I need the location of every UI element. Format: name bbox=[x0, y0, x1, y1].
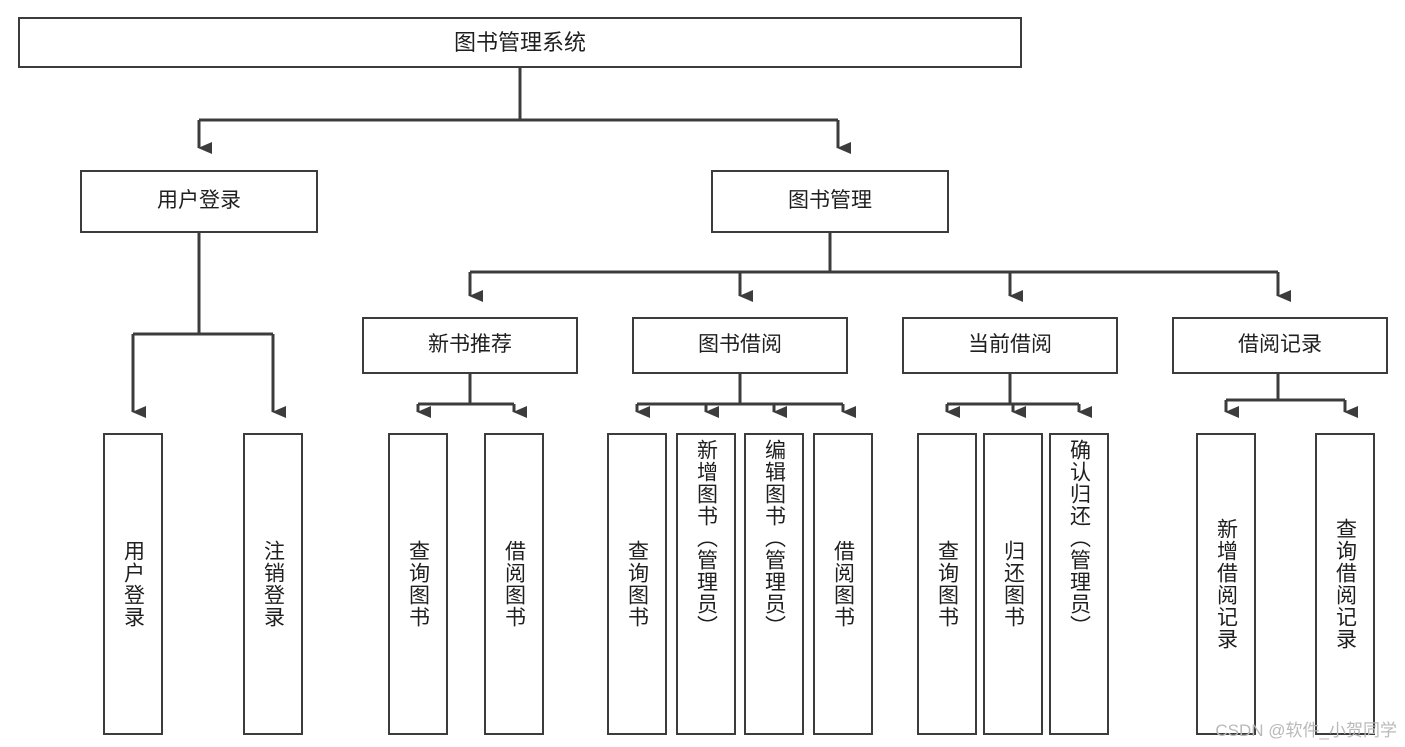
node-label: 归还图书 bbox=[1001, 540, 1025, 628]
node-label: 查询图书 bbox=[406, 540, 430, 628]
node-current-borrowing[interactable]: 当前借阅 bbox=[902, 317, 1118, 374]
node-label: 图书借阅 bbox=[698, 333, 782, 357]
node-label: 当前借阅 bbox=[968, 333, 1052, 357]
node-label: 借阅图书 bbox=[831, 540, 855, 628]
leaf-newbook-query-books[interactable]: 查询图书 bbox=[388, 433, 448, 735]
node-book-borrowing[interactable]: 图书借阅 bbox=[632, 317, 848, 374]
node-label: 图书管理系统 bbox=[453, 29, 586, 55]
node-root-book-management-system[interactable]: 图书管理系统 bbox=[18, 17, 1022, 68]
node-label: 借阅记录 bbox=[1238, 333, 1322, 357]
node-label: 新书推荐 bbox=[428, 333, 512, 357]
leaf-bookborrow-add-book-admin[interactable]: 新增图书（管理员） bbox=[676, 433, 736, 735]
node-book-management[interactable]: 图书管理 bbox=[711, 170, 949, 233]
node-label: 新增图书（管理员） bbox=[694, 439, 718, 637]
node-label: 确认归还（管理员） bbox=[1067, 439, 1091, 637]
node-label: 查询图书 bbox=[935, 540, 959, 628]
node-new-book-recommendation[interactable]: 新书推荐 bbox=[362, 317, 578, 374]
leaf-newbook-borrow-books[interactable]: 借阅图书 bbox=[484, 433, 544, 735]
node-label: 用户登录 bbox=[157, 189, 241, 213]
node-label: 查询借阅记录 bbox=[1333, 518, 1357, 650]
leaf-bookborrow-edit-book-admin[interactable]: 编辑图书（管理员） bbox=[744, 433, 804, 735]
leaf-user-login[interactable]: 用户登录 bbox=[103, 433, 163, 735]
leaf-logout[interactable]: 注销登录 bbox=[243, 433, 303, 735]
node-label: 注销登录 bbox=[261, 540, 285, 628]
node-user-login[interactable]: 用户登录 bbox=[80, 170, 318, 233]
node-borrowing-record[interactable]: 借阅记录 bbox=[1172, 317, 1388, 374]
node-label: 编辑图书（管理员） bbox=[762, 439, 786, 637]
leaf-currentborrow-return-books[interactable]: 归还图书 bbox=[983, 433, 1043, 735]
leaf-currentborrow-confirm-return-admin[interactable]: 确认归还（管理员） bbox=[1049, 433, 1109, 735]
node-label: 查询图书 bbox=[625, 540, 649, 628]
node-label: 用户登录 bbox=[121, 540, 145, 628]
node-label: 借阅图书 bbox=[502, 540, 526, 628]
node-label: 新增借阅记录 bbox=[1214, 518, 1238, 650]
leaf-bookborrow-query-books[interactable]: 查询图书 bbox=[607, 433, 667, 735]
node-label: 图书管理 bbox=[788, 189, 872, 213]
leaf-currentborrow-query-books[interactable]: 查询图书 bbox=[917, 433, 977, 735]
leaf-bookborrow-borrow-books[interactable]: 借阅图书 bbox=[813, 433, 873, 735]
leaf-borrowrecord-add-record[interactable]: 新增借阅记录 bbox=[1196, 433, 1256, 735]
leaf-borrowrecord-query-record[interactable]: 查询借阅记录 bbox=[1315, 433, 1375, 735]
